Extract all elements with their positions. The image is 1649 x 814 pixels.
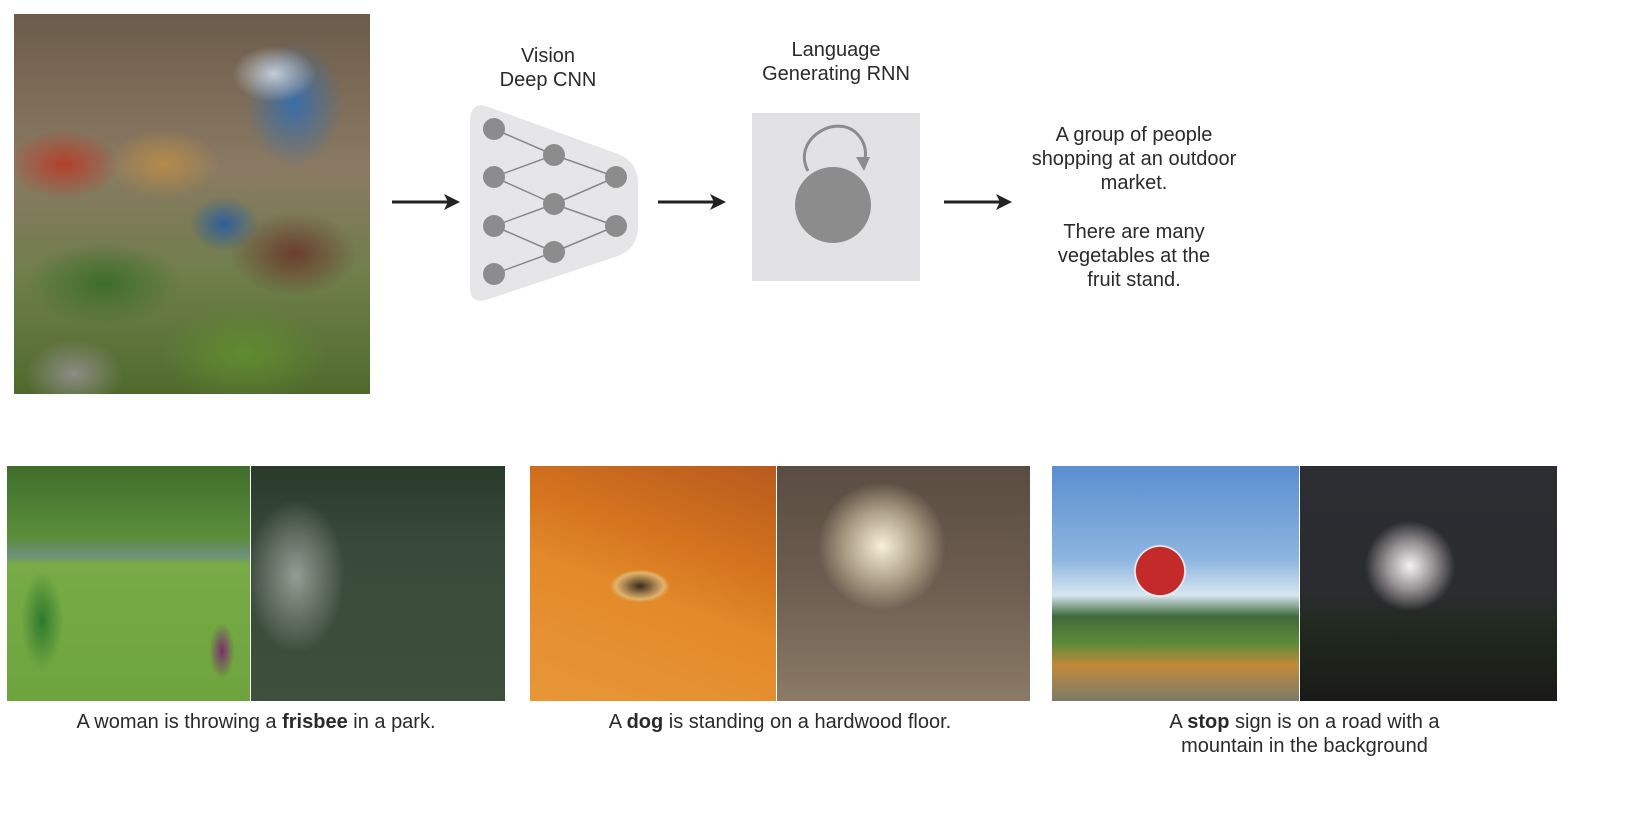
cnn-node (605, 166, 627, 188)
output-caption-2-line3: fruit stand. (1087, 269, 1181, 291)
caption-text: A woman is throwing a (76, 711, 283, 733)
dog-attention-scene (777, 466, 1030, 701)
stop-sign-photo (1052, 466, 1299, 701)
cnn-node (543, 193, 565, 215)
caption-text: is standing on a hardwood floor. (663, 711, 952, 733)
deep-cnn-diagram (470, 105, 638, 301)
example-1-caption: A woman is throwing a frisbee in a park. (7, 710, 505, 734)
caption-line2: mountain in the background (1181, 735, 1428, 757)
park-attention-map (251, 466, 505, 701)
language-label-line1: Language (791, 39, 881, 61)
output-caption-2-line1: There are many (1063, 221, 1205, 243)
language-label-line2: Generating RNN (762, 63, 910, 85)
stop-sign-scene (1052, 466, 1299, 701)
stop-sign-attention-scene (1300, 466, 1557, 701)
rnn-node (795, 167, 871, 243)
dog-scene (530, 466, 776, 701)
recurrent-loop-icon (802, 124, 868, 172)
cnn-node (543, 144, 565, 166)
arrow-photo-to-cnn (392, 194, 460, 210)
output-caption-2: There are many vegetables at the fruit s… (1014, 220, 1254, 292)
vision-label: Vision Deep CNN (468, 44, 628, 92)
cnn-node (483, 118, 505, 140)
caption-text: A (1169, 711, 1188, 733)
rnn-diagram (795, 124, 871, 243)
cnn-node (605, 215, 627, 237)
caption-keyword: dog (626, 711, 664, 733)
caption-text: sign is on a road with a (1229, 711, 1440, 733)
output-caption-1-line1: A group of people (1055, 124, 1213, 146)
caption-keyword: stop (1187, 711, 1230, 733)
market-photo (14, 14, 370, 394)
park-scene (7, 466, 250, 701)
cnn-node (483, 215, 505, 237)
park-photo (7, 466, 250, 701)
park-attention-scene (251, 466, 505, 701)
cnn-node (543, 241, 565, 263)
dog-attention-map (777, 466, 1030, 701)
cnn-node (483, 263, 505, 285)
vision-label-line2: Deep CNN (499, 69, 597, 91)
caption-keyword: frisbee (282, 711, 348, 733)
output-caption-1: A group of people shopping at an outdoor… (1014, 123, 1254, 195)
loop-arrowhead-icon (856, 157, 870, 171)
output-caption-1-line3: market. (1100, 172, 1168, 194)
caption-text: in a park. (347, 711, 436, 733)
arrow-rnn-to-text (944, 194, 1012, 210)
example-3-caption: A stop sign is on a road with a mountain… (1052, 710, 1557, 758)
arrow-cnn-to-rnn (658, 194, 726, 210)
caption-text: A (608, 711, 627, 733)
dog-photo (530, 466, 776, 701)
vision-label-line1: Vision (520, 45, 576, 67)
caption-line1: A stop sign is on a road with a (1052, 710, 1557, 734)
stop-sign-attention-map (1300, 466, 1557, 701)
language-label: Language Generating RNN (740, 38, 932, 86)
example-2-caption: A dog is standing on a hardwood floor. (530, 710, 1030, 734)
output-caption-1-line2: shopping at an outdoor (1031, 148, 1237, 170)
cnn-nodes (483, 118, 627, 285)
output-caption-2-line2: vegetables at the (1057, 245, 1211, 267)
cnn-node (483, 166, 505, 188)
